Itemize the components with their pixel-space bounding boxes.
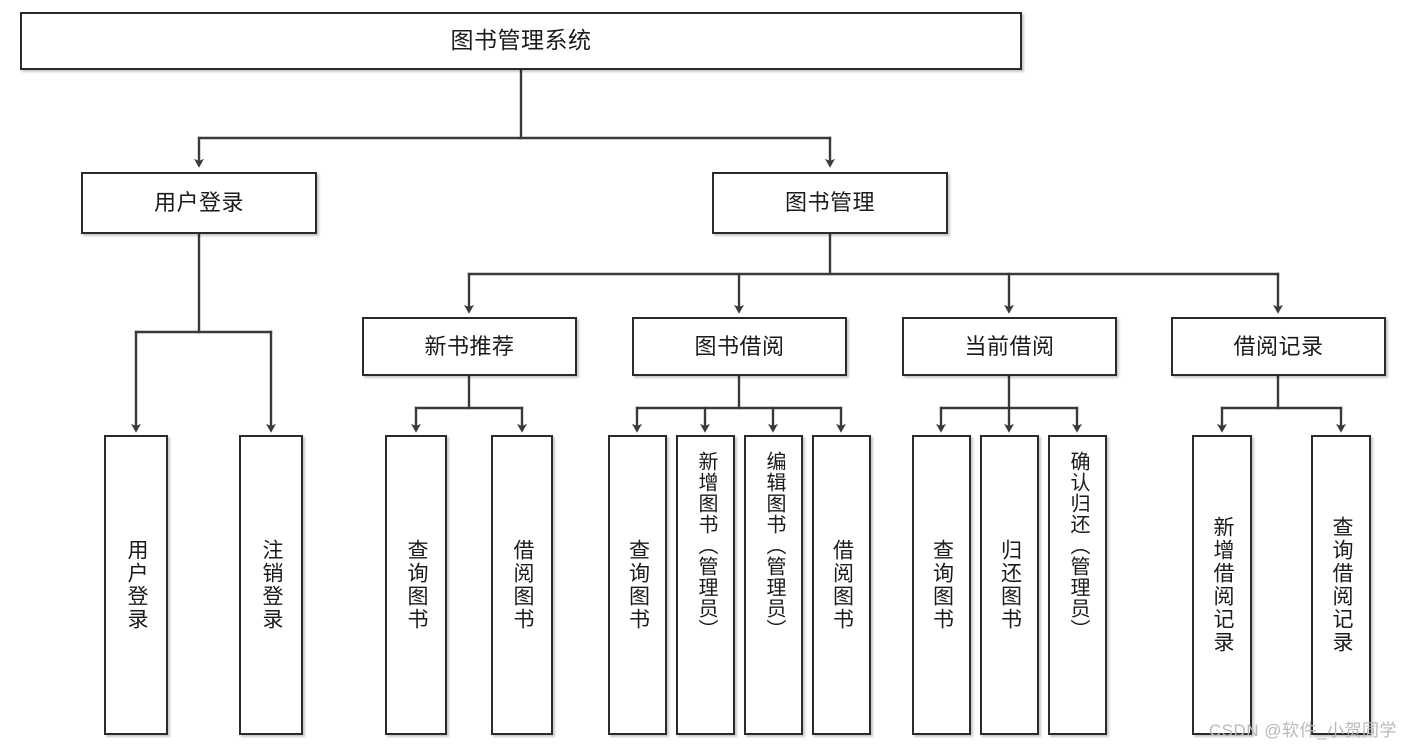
node-leaf-query-book-3-label: 查询图书 xyxy=(930,539,954,631)
node-leaf-query-borrow-record[interactable]: 查询借阅记录 xyxy=(1311,435,1371,735)
node-book-manage[interactable]: 图书管理 xyxy=(712,172,948,234)
node-leaf-logout-login-label: 注销登录 xyxy=(260,539,284,631)
node-leaf-query-book-3[interactable]: 查询图书 xyxy=(912,435,971,735)
node-user-login[interactable]: 用户登录 xyxy=(81,172,317,234)
node-leaf-return-book-label: 归还图书 xyxy=(998,539,1022,631)
node-root-system[interactable]: 图书管理系统 xyxy=(20,12,1022,70)
node-current-borrow[interactable]: 当前借阅 xyxy=(902,317,1117,376)
node-leaf-add-borrow-record-label: 新增借阅记录 xyxy=(1211,516,1235,654)
node-leaf-query-book-2[interactable]: 查询图书 xyxy=(608,435,667,735)
node-leaf-borrow-book-2[interactable]: 借阅图书 xyxy=(812,435,871,735)
node-book-borrow[interactable]: 图书借阅 xyxy=(632,317,847,376)
node-new-book-recommend-label: 新书推荐 xyxy=(424,333,515,359)
node-leaf-user-login[interactable]: 用户登录 xyxy=(104,435,168,735)
node-book-borrow-label: 图书借阅 xyxy=(694,333,785,359)
node-leaf-logout-login[interactable]: 注销登录 xyxy=(239,435,303,735)
node-leaf-return-book[interactable]: 归还图书 xyxy=(980,435,1039,735)
node-leaf-edit-book-admin-label: 编辑图书（管理员） xyxy=(763,451,785,640)
node-leaf-query-book-1-label: 查询图书 xyxy=(405,539,429,631)
node-current-borrow-label: 当前借阅 xyxy=(964,333,1055,359)
node-leaf-user-login-label: 用户登录 xyxy=(125,539,149,631)
node-leaf-borrow-book-1-label: 借阅图书 xyxy=(511,539,535,631)
node-leaf-confirm-return-admin[interactable]: 确认归还（管理员） xyxy=(1048,435,1107,735)
node-leaf-confirm-return-admin-label: 确认归还（管理员） xyxy=(1067,451,1089,640)
node-leaf-edit-book-admin[interactable]: 编辑图书（管理员） xyxy=(744,435,803,735)
node-root-system-label: 图书管理系统 xyxy=(450,27,592,54)
node-leaf-query-book-1[interactable]: 查询图书 xyxy=(385,435,447,735)
node-leaf-borrow-book-1[interactable]: 借阅图书 xyxy=(491,435,553,735)
csdn-watermark: CSDN @软件_小贺同学 xyxy=(1208,721,1397,740)
node-borrow-record-label: 借阅记录 xyxy=(1233,333,1324,359)
node-leaf-add-borrow-record[interactable]: 新增借阅记录 xyxy=(1192,435,1252,735)
node-new-book-recommend[interactable]: 新书推荐 xyxy=(362,317,577,376)
node-leaf-add-book-admin[interactable]: 新增图书（管理员） xyxy=(676,435,735,735)
node-borrow-record[interactable]: 借阅记录 xyxy=(1171,317,1386,376)
node-book-manage-label: 图书管理 xyxy=(784,190,875,216)
node-leaf-add-book-admin-label: 新增图书（管理员） xyxy=(695,451,717,640)
node-leaf-borrow-book-2-label: 借阅图书 xyxy=(830,539,854,631)
node-leaf-query-borrow-record-label: 查询借阅记录 xyxy=(1330,516,1354,654)
node-user-login-label: 用户登录 xyxy=(153,190,244,216)
node-leaf-query-book-2-label: 查询图书 xyxy=(626,539,650,631)
